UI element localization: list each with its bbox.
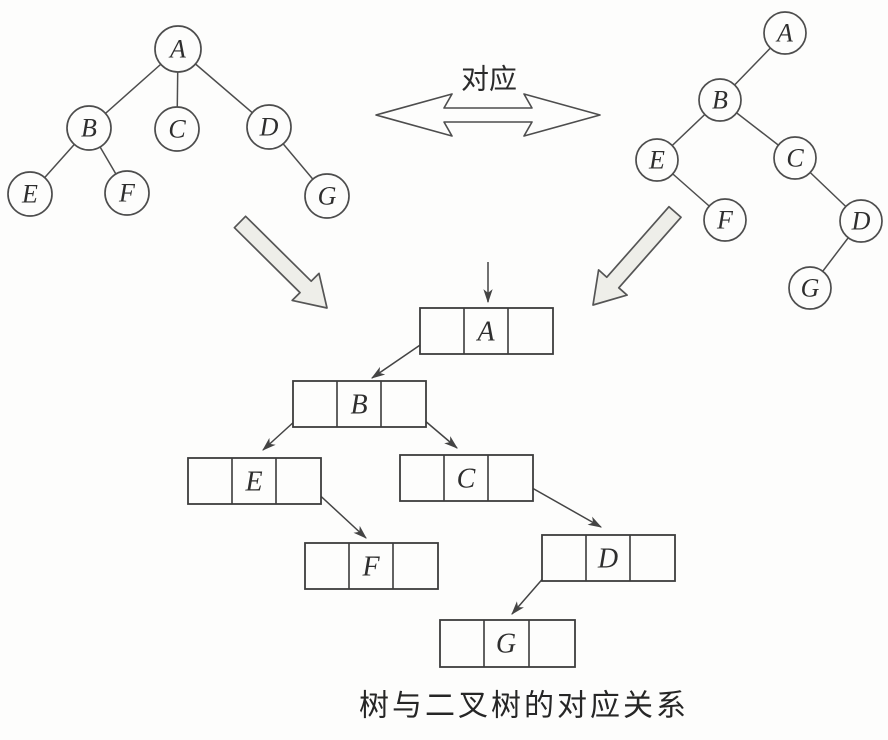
tree-node-circle — [7, 171, 53, 217]
linked-node-box — [292, 380, 427, 428]
right-tree-node-G: G — [788, 266, 832, 310]
tree-node-circle — [246, 104, 292, 150]
tree-node-circle — [154, 106, 200, 152]
linked-node-box — [399, 454, 534, 502]
tree-node-label: G — [801, 274, 820, 303]
correspondence-group: 对应 — [375, 64, 601, 137]
tree-node-circle — [304, 173, 350, 219]
tree-node-label: D — [851, 207, 871, 236]
tree-node-label: F — [716, 206, 734, 235]
right-tree-node-A: A — [763, 11, 807, 55]
tree-node-label: A — [168, 35, 186, 64]
tree-node-circle — [154, 25, 202, 73]
left-tree-node-B: B — [66, 105, 112, 151]
left-general-tree: A B C D E F G — [7, 25, 350, 219]
tree-node-circle — [698, 78, 742, 122]
linked-node-box — [541, 534, 676, 582]
tree-node-label: B — [81, 114, 97, 143]
linked-node-label: F — [361, 552, 380, 583]
right-binary-tree: A B E C F D G — [635, 11, 883, 310]
linked-node-label: E — [244, 467, 262, 498]
linked-node-F: F — [304, 542, 439, 590]
right-tree-node-F: F — [703, 198, 747, 242]
tree-node-label: C — [786, 144, 804, 173]
tree-node-circle — [839, 199, 883, 243]
linked-node-label: G — [496, 629, 516, 660]
linked-node-box — [304, 542, 439, 590]
block-arrow-left-icon — [233, 215, 328, 309]
linked-node-G: G — [439, 619, 576, 668]
linked-node-A: A — [419, 307, 554, 355]
linked-node-C: C — [399, 454, 534, 502]
left-tree-node-C: C — [154, 106, 200, 152]
linked-node-label: D — [597, 544, 618, 575]
linked-node-D: D — [541, 534, 676, 582]
left-tree-node-F: F — [104, 170, 150, 216]
tree-node-circle — [635, 138, 679, 182]
linked-node-label: C — [457, 464, 476, 495]
left-tree-node-E: E — [7, 171, 53, 217]
left-tree-node-D: D — [246, 104, 292, 150]
figure-caption: 树与二叉树的对应关系 — [359, 690, 689, 723]
left-tree-node-G: G — [304, 173, 350, 219]
tree-node-label: F — [118, 179, 136, 208]
tree-node-circle — [788, 266, 832, 310]
tree-node-label: D — [259, 113, 279, 142]
tree-node-circle — [703, 198, 747, 242]
linked-node-box — [419, 307, 554, 355]
tree-node-label: C — [168, 115, 186, 144]
linked-node-B: B — [292, 380, 427, 428]
linked-node-box — [187, 457, 322, 505]
tree-node-circle — [763, 11, 807, 55]
linked-node-E: E — [187, 457, 322, 505]
tree-node-label: E — [21, 180, 38, 209]
left-tree-node-A: A — [154, 25, 202, 73]
correspondence-label: 对应 — [461, 64, 517, 96]
linked-node-box — [439, 619, 576, 668]
linked-representation: A B E C F — [187, 262, 676, 668]
tree-node-circle — [773, 136, 817, 180]
tree-node-circle — [66, 105, 112, 151]
double-headed-arrow-icon — [375, 93, 601, 137]
linked-node-label: B — [350, 390, 367, 421]
linked-node-label: A — [475, 317, 495, 348]
right-tree-node-D: D — [839, 199, 883, 243]
right-tree-node-B: B — [698, 78, 742, 122]
right-tree-node-C: C — [773, 136, 817, 180]
tree-node-label: E — [648, 146, 665, 175]
block-arrow-right-icon — [592, 205, 682, 306]
tree-node-circle — [104, 170, 150, 216]
tree-node-label: B — [712, 86, 728, 115]
tree-node-label: A — [775, 19, 793, 48]
tree-node-label: G — [318, 182, 337, 211]
right-tree-node-E: E — [635, 138, 679, 182]
